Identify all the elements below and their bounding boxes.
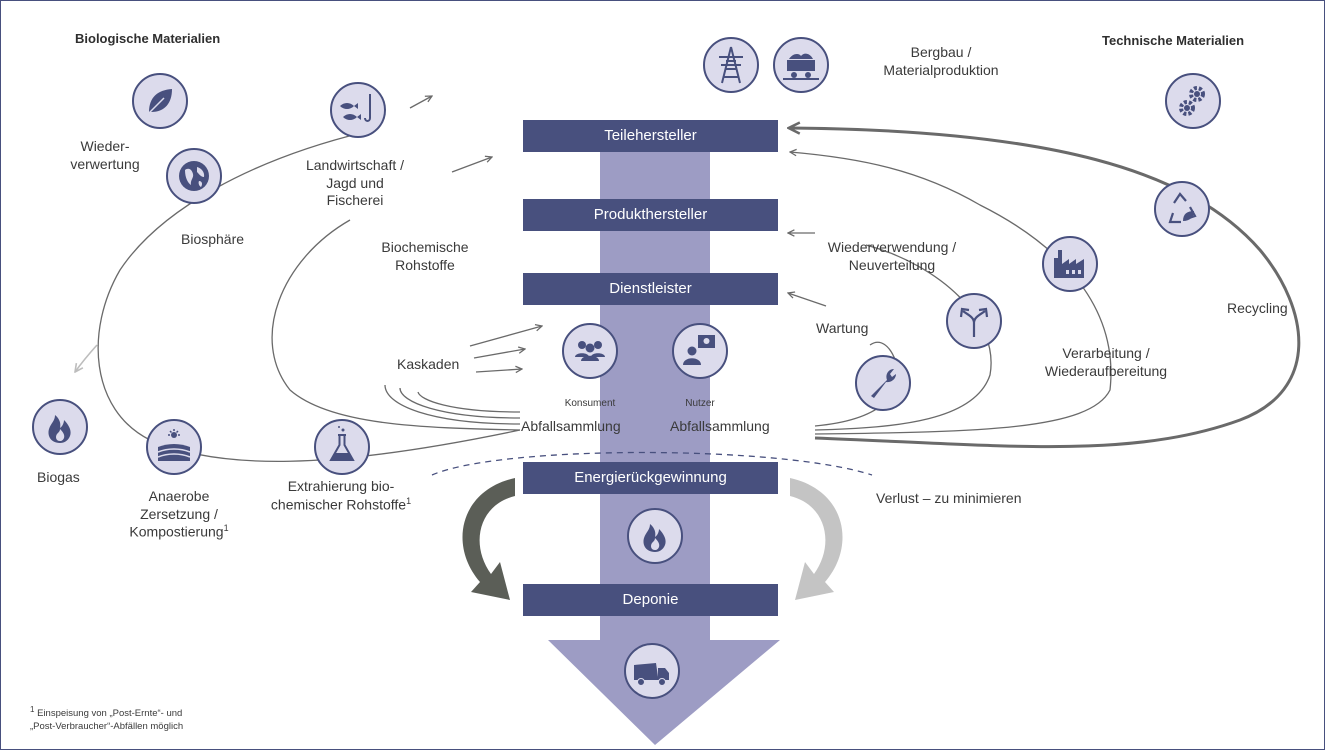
cascade-arrow-3 — [475, 369, 522, 372]
biochemical-label-line1: Biochemische — [381, 239, 469, 255]
header-biological: Biologische Materialien — [75, 31, 221, 46]
consumer-label: Konsument — [564, 398, 616, 409]
footnote: 1 Einspeisung von „Post-Ernte“- und „Pos… — [30, 705, 183, 733]
biochem-arrow — [451, 157, 492, 173]
mine-cart-icon — [773, 37, 829, 93]
factory-icon — [1042, 236, 1098, 292]
loss-label: Verlust – zu minimieren — [876, 490, 1022, 506]
fish-icon — [330, 82, 386, 138]
farming-label-line3: Fischerei — [326, 192, 384, 208]
gears-icon — [1165, 73, 1221, 129]
redistribution-label: Wiederverwendung / Neuverteilung — [812, 239, 972, 274]
biochemical-label-line2: Rohstoffe — [395, 256, 455, 273]
redistribution-loop — [814, 244, 992, 431]
anaerobic-label: Anaerobe Zersetzung / Kompostierung1 — [114, 488, 244, 541]
stage-product-manufacturer: Produkthersteller — [523, 199, 778, 231]
processing-label: Verarbeitung / Wiederaufbereitung — [1026, 345, 1186, 380]
stage-landfill: Deponie — [523, 584, 778, 616]
footnote-marker: 1 — [223, 523, 229, 533]
split-arrows-icon — [946, 293, 1002, 349]
footnote-line1: 1 Einspeisung von „Post-Ernte“- und — [30, 705, 183, 721]
extraction-label-line1: Extrahierung bio- — [287, 478, 395, 494]
farming-label-line2: Jagd und — [326, 174, 384, 191]
stage-energy-recovery: Energierückgewinnung — [523, 462, 778, 494]
anaerobic-label-line3-text: Kompostierung — [129, 523, 224, 540]
extraction-label: Extrahierung bio- chemischer Rohstoffe1 — [256, 478, 426, 514]
stage-service-provider: Dienstleister — [523, 273, 778, 305]
extraction-label-line2: chemischer Rohstoffe1 — [256, 496, 426, 514]
recycle-icon — [1154, 181, 1210, 237]
reuse-label: Wieder- verwertung — [50, 138, 160, 173]
people-icon — [562, 323, 618, 379]
biosphere-label: Biosphäre — [181, 231, 245, 247]
anaerobic-label-line2: Zersetzung / — [140, 505, 218, 522]
processing-label-line2: Wiederaufbereitung — [1044, 362, 1168, 379]
bio-inner-cycle — [271, 219, 521, 431]
mining-label-line1: Bergbau / — [910, 44, 972, 60]
loss-dashed-arc — [431, 451, 873, 476]
user-idea-icon — [672, 323, 728, 379]
wrench-icon — [855, 355, 911, 411]
biogas-label: Biogas — [37, 469, 80, 485]
reuse-label-line1: Wieder- — [80, 138, 130, 154]
header-technical: Technische Materialien — [1102, 33, 1245, 48]
farming-label-line1: Landwirtschaft / — [305, 157, 405, 173]
recycling-loop — [790, 128, 1301, 449]
dark-landfill-arrow — [462, 478, 515, 600]
footnote-line1-text: Einspeisung von „Post-Ernte“- und — [37, 708, 183, 720]
maintenance-arrow — [788, 293, 827, 307]
mining-label-line2: Materialproduktion — [883, 61, 999, 78]
biogas-arrow — [75, 344, 98, 372]
farming-label: Landwirtschaft / Jagd und Fischerei — [290, 157, 420, 210]
cascade-arrow-2 — [473, 349, 525, 359]
processing-label-line1: Verarbeitung / — [1062, 345, 1150, 361]
anaerobic-label-line3: Kompostierung1 — [114, 523, 244, 541]
stage-parts-manufacturer: Teilehersteller — [523, 120, 778, 152]
reuse-label-line2: verwertung — [70, 155, 140, 172]
flask-icon — [314, 419, 370, 475]
footnote-marker: 1 — [406, 495, 412, 506]
truck-icon — [624, 643, 680, 699]
extraction-label-line2-text: chemischer Rohstoffe — [270, 496, 407, 513]
maintenance-label: Wartung — [816, 320, 869, 336]
processing-loop — [790, 152, 1112, 435]
globe-icon — [166, 148, 222, 204]
flame-icon-energy — [627, 508, 683, 564]
biochemical-label: Biochemische Rohstoffe — [370, 239, 480, 274]
user-label: Nutzer — [685, 398, 715, 409]
recycling-label: Recycling — [1227, 300, 1288, 316]
waste-collection-label-1: Abfallsammlung — [521, 418, 621, 434]
farm-field-icon — [146, 419, 202, 475]
pylon-icon — [703, 37, 759, 93]
cascade-arrow-1 — [469, 326, 542, 347]
waste-collection-label-2: Abfallsammlung — [670, 418, 770, 434]
footnote-line2: „Post-Verbraucher“-Abfällen möglich — [30, 720, 184, 732]
leaf-icon — [132, 73, 188, 129]
farm-out-arrow — [409, 96, 432, 109]
flame-icon-biogas — [32, 399, 88, 455]
light-landfill-arrow — [790, 478, 843, 600]
redistribution-label-line1: Wiederverwendung / — [827, 239, 957, 255]
mining-label: Bergbau / Materialproduktion — [856, 44, 1026, 79]
redistribution-label-line2: Neuverteilung — [848, 256, 936, 273]
footnote-number: 1 — [30, 705, 35, 714]
anaerobic-label-line1: Anaerobe — [148, 488, 210, 504]
cascades-label: Kaskaden — [397, 356, 460, 372]
